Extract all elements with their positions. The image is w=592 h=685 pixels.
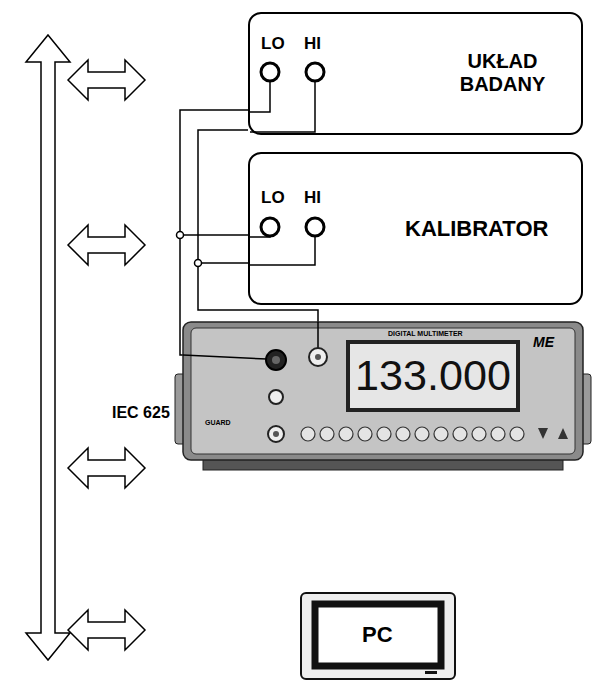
wire: [180, 110, 248, 355]
device-text: PC: [362, 622, 393, 647]
bus-link-arrow: [68, 225, 145, 265]
junction-dot: [177, 232, 184, 239]
device-text: LO: [261, 34, 285, 54]
device-text: DIGITAL MULTIMETER: [388, 330, 463, 338]
device-text: UKŁAD BADANY: [435, 50, 570, 96]
pc-monitor: PC: [300, 592, 456, 682]
device-text: ME: [533, 334, 554, 350]
device-box: LO HI KALIBRATOR: [248, 152, 583, 305]
junction-dot: [195, 260, 202, 267]
device-text: KALIBRATOR: [405, 216, 548, 241]
bus-link-arrow: [68, 60, 145, 100]
measurement-wire: [177, 232, 249, 267]
device-text: HI: [304, 34, 321, 54]
device-text: HI: [304, 188, 321, 208]
bus-label: IEC 625: [112, 404, 170, 422]
device-box: LO HI UKŁAD BADANY: [248, 12, 583, 135]
bus-link-arrow: [68, 610, 145, 650]
wire: [198, 262, 248, 264]
device-text: 133.000: [355, 351, 511, 401]
device-text: GUARD: [205, 419, 231, 427]
bus-arrow: [26, 35, 70, 660]
wire: [180, 234, 248, 236]
device-text: LO: [261, 188, 285, 208]
multimeter: DIGITAL MULTIMETER 133.000GUARD ME: [183, 322, 583, 472]
bus-link-arrow: [68, 448, 145, 488]
